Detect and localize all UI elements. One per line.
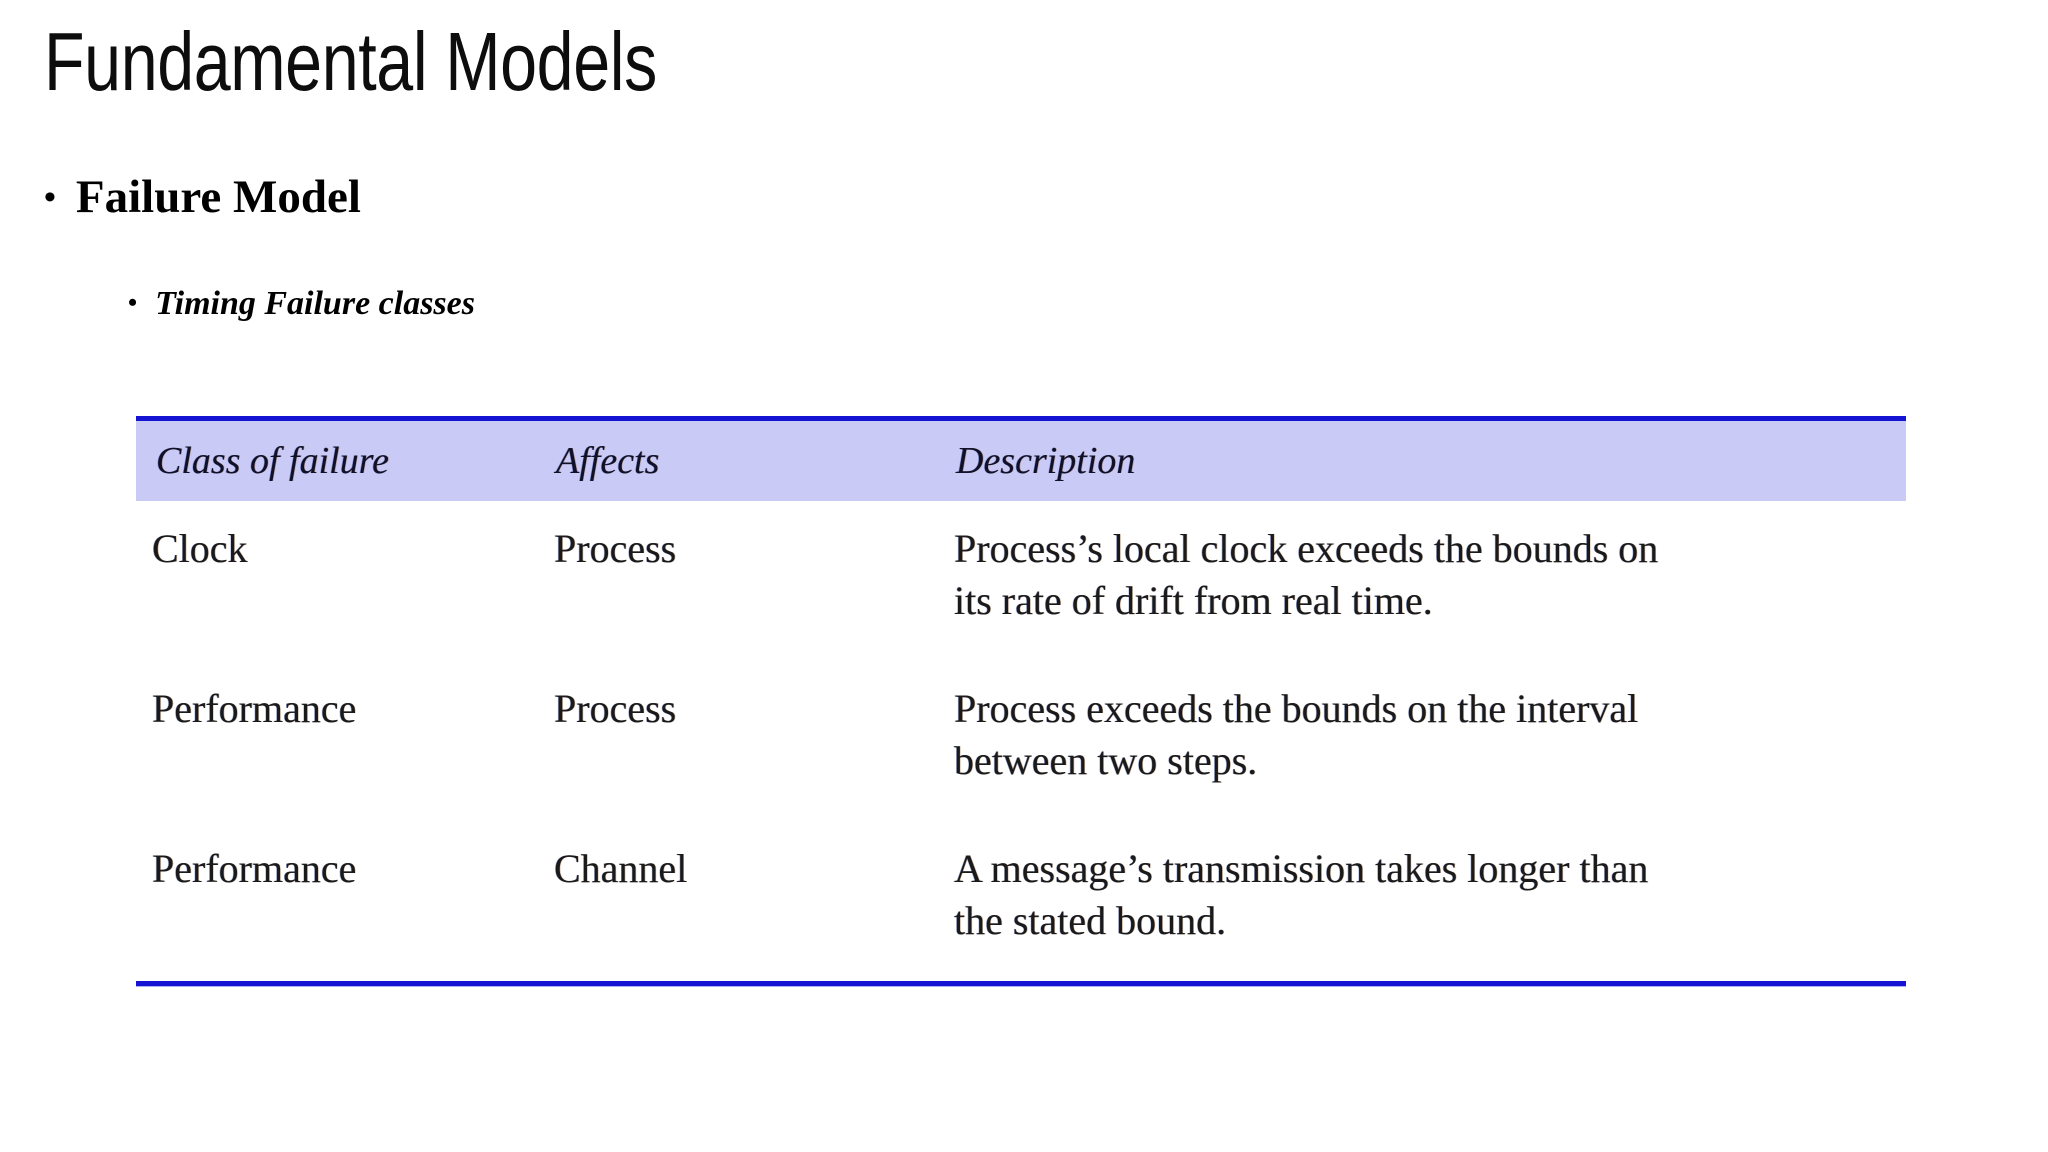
table-bottom-rule	[136, 981, 1906, 986]
cell-class-of-failure: Performance	[152, 846, 357, 891]
bullet-item-timing-failure-classes: • Timing Failure classes	[128, 285, 475, 323]
table-row: Clock Process Process’s local clock exce…	[136, 501, 1906, 661]
cell-class-of-failure: Performance	[152, 686, 357, 731]
failure-classes-table: Class of failure Affects Description Clo…	[136, 416, 1906, 986]
page-title: Fundamental Models	[44, 15, 657, 108]
table-row: Performance Channel A message’s transmis…	[136, 821, 1906, 981]
cell-affects: Channel	[554, 846, 688, 891]
bullet-level1-label: Failure Model	[75, 171, 361, 223]
cell-description-line: Process’s local clock exceeds the bounds…	[954, 526, 1659, 571]
bullet-level2-label: Timing Failure classes	[155, 285, 475, 322]
cell-affects: Process	[554, 686, 677, 731]
column-header-description: Description	[956, 440, 1136, 482]
cell-description: Process’s local clock exceeds the bounds…	[954, 523, 1894, 627]
cell-description-line: its rate of drift from real time.	[954, 578, 1433, 623]
cell-description-line: A message’s transmission takes longer th…	[954, 846, 1649, 891]
bullet-item-failure-model: • Failure Model	[44, 170, 361, 224]
bullet-point-icon: •	[44, 179, 56, 216]
cell-description-line: the stated bound.	[954, 898, 1227, 943]
column-header-class-of-failure: Class of failure	[156, 440, 389, 482]
column-header-affects: Affects	[556, 440, 660, 482]
cell-description-line: between two steps.	[954, 738, 1258, 783]
cell-description: Process exceeds the bounds on the interv…	[954, 683, 1894, 787]
table-top-rule	[136, 416, 1906, 421]
cell-description: A message’s transmission takes longer th…	[954, 843, 1894, 947]
cell-class-of-failure: Clock	[152, 526, 248, 571]
bullet-point-icon: •	[128, 288, 138, 317]
cell-affects: Process	[554, 526, 677, 571]
table-row: Performance Process Process exceeds the …	[136, 661, 1906, 821]
cell-description-line: Process exceeds the bounds on the interv…	[954, 686, 1639, 731]
table-header-row: Class of failure Affects Description	[136, 421, 1906, 501]
